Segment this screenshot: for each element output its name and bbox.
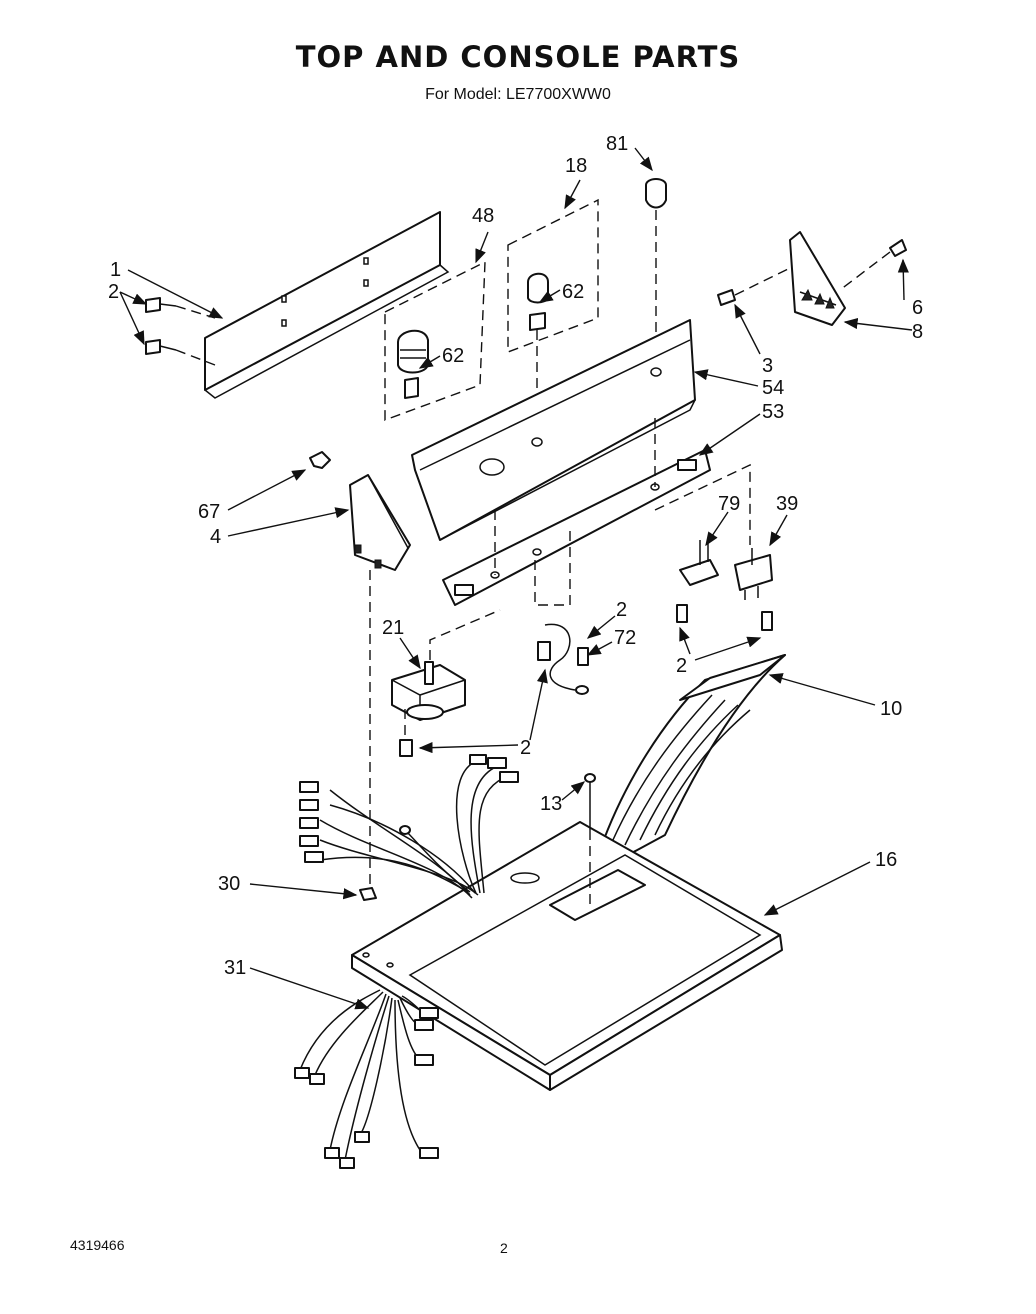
control-panel-part <box>599 654 786 863</box>
screw-part <box>889 239 907 257</box>
callout-labels: 1 2 3 4 6 8 10 13 16 18 21 30 31 39 48 5… <box>108 133 923 979</box>
bracket-part <box>789 231 846 326</box>
callout-54: 54 <box>762 377 784 399</box>
callout-2: 2 <box>520 737 531 759</box>
knob-part <box>645 178 667 209</box>
callout-62: 62 <box>562 281 584 303</box>
callout-3: 3 <box>762 355 773 377</box>
leader-lines <box>119 147 913 1010</box>
clip-part <box>359 887 377 901</box>
callout-6: 6 <box>912 297 923 319</box>
end-cap-part <box>349 474 411 571</box>
callout-8: 8 <box>912 321 923 343</box>
callout-31: 31 <box>224 957 246 979</box>
model-subtitle: For Model: LE7700XWW0 <box>425 86 611 103</box>
page-title: TOP AND CONSOLE PARTS <box>295 40 741 74</box>
ground-wire-part <box>537 623 589 695</box>
group-18-outline <box>507 198 599 354</box>
callout-48: 48 <box>472 205 494 227</box>
top-panel-part <box>351 821 783 1091</box>
screw-part <box>717 289 736 306</box>
switch-79-part <box>679 538 719 586</box>
callout-4: 4 <box>210 526 221 548</box>
callout-16: 16 <box>875 849 897 871</box>
callout-2: 2 <box>616 599 627 621</box>
callout-79: 79 <box>718 493 740 515</box>
callout-53: 53 <box>762 401 784 423</box>
callout-62: 62 <box>442 345 464 367</box>
timer-part <box>391 661 466 721</box>
callout-2: 2 <box>108 281 119 303</box>
document-number: 4319466 <box>70 1237 125 1253</box>
console-base-part <box>442 449 711 606</box>
switch-39-part <box>734 548 773 600</box>
callout-39: 39 <box>776 493 798 515</box>
callout-72: 72 <box>614 627 636 649</box>
pin-part <box>584 773 596 830</box>
console-housing-part <box>411 319 696 541</box>
callout-18: 18 <box>565 155 587 177</box>
callout-67: 67 <box>198 501 220 523</box>
screw-part <box>676 604 773 631</box>
callout-1: 1 <box>110 259 121 281</box>
clip-part <box>309 451 331 469</box>
callout-2: 2 <box>676 655 687 677</box>
callout-30: 30 <box>218 873 240 895</box>
wire-harness-part <box>299 754 519 899</box>
rear-panel-part <box>204 211 450 399</box>
callout-13: 13 <box>540 793 562 815</box>
callout-10: 10 <box>880 698 902 720</box>
screw-part <box>145 297 177 355</box>
callout-81: 81 <box>606 133 628 155</box>
page-number: 2 <box>500 1240 508 1256</box>
callout-21: 21 <box>382 617 404 639</box>
screw-part <box>399 739 413 757</box>
wire-harness-part <box>294 989 439 1169</box>
